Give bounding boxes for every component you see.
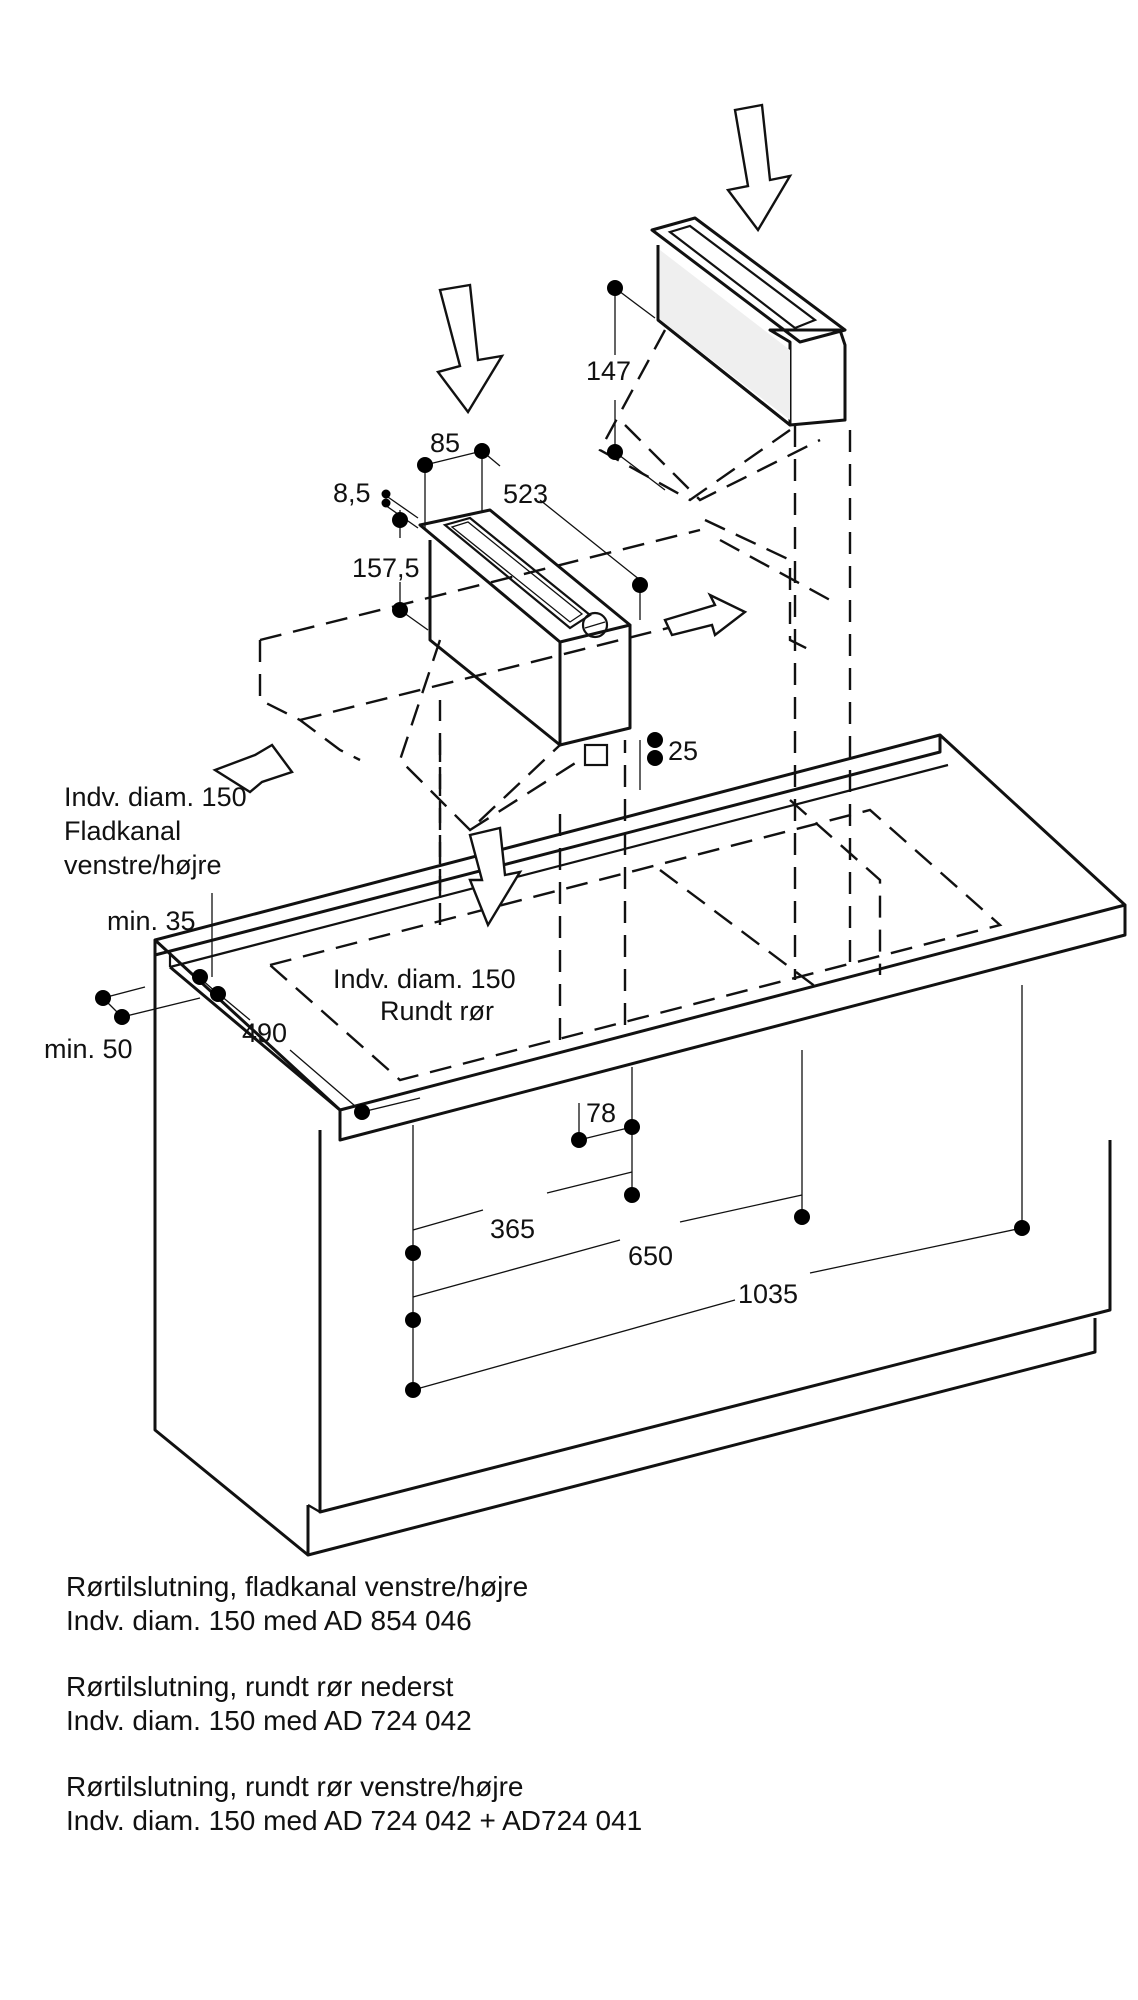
dimension-lines — [102, 287, 1023, 1391]
dimension-dot — [624, 1187, 640, 1203]
dimension-dot — [381, 489, 391, 499]
dim-147: 147 — [586, 356, 631, 386]
dim-490: 490 — [242, 1018, 287, 1048]
dim-365: 365 — [490, 1214, 535, 1244]
dimension-dot — [794, 1209, 810, 1225]
rear-downdraft-unit — [650, 216, 847, 427]
arrow-down-icon — [435, 283, 505, 415]
note-detail: Indv. diam. 150 med AD 724 042 + AD724 0… — [66, 1805, 643, 1836]
note-round-pipe-bottom: Rørtilslutning, rundt rør nederst Indv. … — [66, 1670, 642, 1738]
dim-8-5: 8,5 — [333, 478, 371, 508]
flat-duct-label-line3: venstre/højre — [64, 850, 222, 880]
dim-min-50: min. 50 — [44, 1034, 133, 1064]
dim-157-5: 157,5 — [352, 553, 420, 583]
dimension-dot — [405, 1382, 421, 1398]
dimension-dot — [474, 443, 490, 459]
note-flat-duct: Rørtilslutning, fladkanal venstre/højre … — [66, 1570, 642, 1638]
dimension-dot — [392, 512, 408, 528]
dim-523: 523 — [503, 479, 548, 509]
dimension-dot — [571, 1132, 587, 1148]
note-round-pipe-side: Rørtilslutning, rundt rør venstre/højre … — [66, 1770, 642, 1838]
front-downdraft-unit — [418, 508, 632, 767]
dimension-dot — [624, 1119, 640, 1135]
dimension-dot — [114, 1009, 130, 1025]
dimension-dot — [607, 280, 623, 296]
dimension-dot — [417, 457, 433, 473]
flat-duct-label-line2: Fladkanal — [64, 816, 181, 846]
note-detail: Indv. diam. 150 med AD 854 046 — [66, 1605, 472, 1636]
cabinet — [153, 733, 1127, 1557]
dim-85: 85 — [430, 428, 460, 458]
arrow-down-icon — [725, 103, 793, 233]
dimension-dot — [381, 498, 391, 508]
note-title: Rørtilslutning, rundt rør nederst — [66, 1671, 454, 1702]
dimension-dot — [632, 577, 648, 593]
dimension-dot — [392, 602, 408, 618]
note-detail: Indv. diam. 150 med AD 724 042 — [66, 1705, 472, 1736]
note-title: Rørtilslutning, rundt rør venstre/højre — [66, 1771, 524, 1802]
dimension-dots — [95, 280, 1030, 1398]
flat-duct-label-line1: Indv. diam. 150 — [64, 782, 247, 812]
note-title: Rørtilslutning, fladkanal venstre/højre — [66, 1571, 529, 1602]
airflow-arrows — [212, 103, 793, 928]
dim-1035: 1035 — [738, 1279, 798, 1309]
ducting-outlines — [258, 329, 852, 980]
connection-notes: Rørtilslutning, fladkanal venstre/højre … — [66, 1570, 642, 1870]
dimension-dot — [1014, 1220, 1030, 1236]
dim-25: 25 — [668, 736, 698, 766]
dim-78: 78 — [586, 1098, 616, 1128]
arrow-left-icon — [212, 743, 294, 794]
dimension-dot — [607, 444, 623, 460]
arrow-down-icon — [468, 826, 523, 928]
dimension-dot — [647, 750, 663, 766]
round-pipe-label-line1: Indv. diam. 150 — [333, 964, 516, 994]
dimension-labels: 85 523 8,5 157,5 147 25 min. 35 min. 50 … — [44, 356, 798, 1309]
dimension-dot — [405, 1245, 421, 1261]
dim-min-35: min. 35 — [107, 906, 196, 936]
dimension-dot — [354, 1104, 370, 1120]
round-pipe-label-line2: Rundt rør — [380, 996, 494, 1026]
dimension-dot — [95, 990, 111, 1006]
arrow-right-icon — [663, 592, 748, 638]
dimension-dot — [210, 986, 226, 1002]
dimension-dot — [192, 969, 208, 985]
dim-650: 650 — [628, 1241, 673, 1271]
dimension-dot — [647, 732, 663, 748]
dimension-dot — [405, 1312, 421, 1328]
